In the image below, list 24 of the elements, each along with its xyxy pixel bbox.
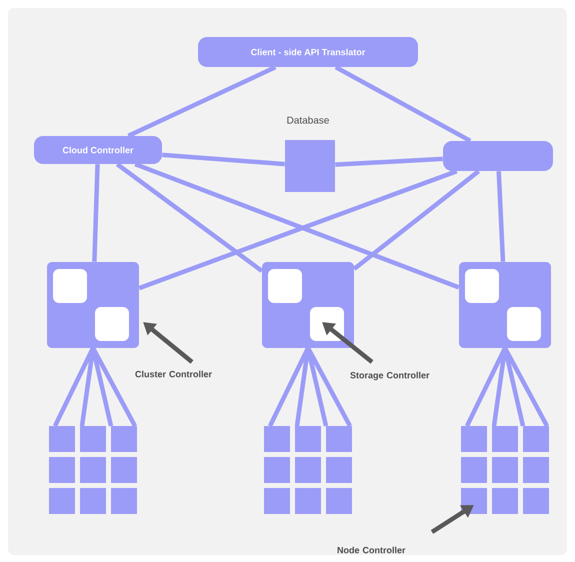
connector-line — [116, 162, 264, 273]
component-box: Cloud Controller — [34, 136, 162, 164]
callout-label: Node Controller — [338, 546, 406, 554]
connector-line — [268, 346, 352, 428]
connector-line — [352, 169, 480, 271]
connector-line — [127, 65, 276, 138]
component-box: Client - side API Translator — [198, 37, 418, 67]
connector-line — [496, 171, 506, 262]
callout-label: Cluster Controller — [135, 370, 212, 378]
node-grid — [49, 426, 137, 514]
connector-line — [464, 346, 550, 428]
callout-label: Storage Controller — [350, 372, 430, 380]
connector-line — [52, 346, 138, 428]
connector-line — [335, 156, 443, 167]
connector-line — [92, 164, 100, 262]
controller-box — [262, 262, 354, 348]
controller-box — [459, 262, 551, 348]
component-box — [443, 141, 553, 171]
node-grid — [264, 426, 352, 514]
connector-line — [334, 65, 472, 143]
database-label: Database — [287, 116, 329, 124]
node-grid — [461, 426, 549, 514]
controller-box — [47, 262, 139, 348]
connector-line — [162, 152, 285, 166]
